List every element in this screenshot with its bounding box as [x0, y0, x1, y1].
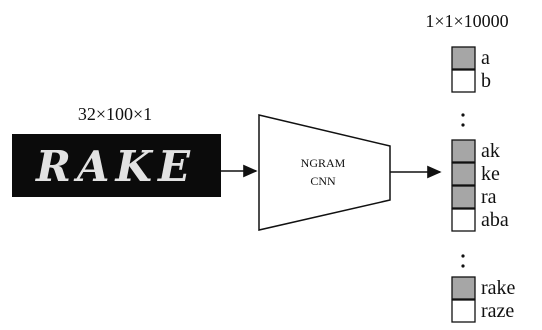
cnn-label-line2: CNN: [310, 174, 336, 188]
output-cell-ra: [451, 185, 476, 209]
ellipsis-dots-upper: [461, 113, 465, 127]
output-cell-label-raze: raze: [481, 300, 514, 322]
output-cell-label-b: b: [481, 70, 491, 92]
output-cell-rake: [451, 276, 476, 300]
output-cell-label-ra: ra: [481, 186, 497, 208]
output-cell-label-ak: ak: [481, 140, 500, 162]
input-word-image: RAKE: [12, 134, 221, 197]
output-cell-b: [451, 69, 476, 93]
ellipsis-dots-lower: [461, 254, 465, 268]
output-cell-label-rake: rake: [481, 277, 516, 299]
output-cell-ke: [451, 162, 476, 186]
input-dimension-label: 32×100×1: [78, 104, 152, 124]
output-cell-label-a: a: [481, 47, 490, 69]
cnn-label-line1: NGRAM: [301, 156, 346, 170]
input-word-text: RAKE: [35, 142, 196, 191]
output-dimension-label: 1×1×10000: [425, 11, 508, 31]
ngram-cnn-block: [258, 114, 391, 231]
output-cell-aba: [451, 208, 476, 232]
output-cell-ak: [451, 139, 476, 163]
output-cell-label-aba: aba: [481, 209, 509, 231]
output-cell-a: [451, 46, 476, 70]
output-cell-raze: [451, 299, 476, 323]
output-cell-label-ke: ke: [481, 163, 500, 185]
